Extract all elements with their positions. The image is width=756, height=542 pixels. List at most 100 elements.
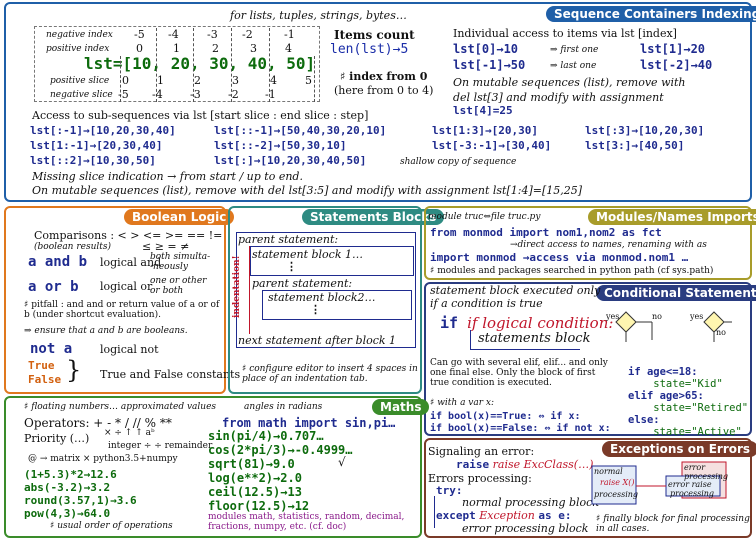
pos-index-4: 4 (285, 42, 292, 55)
diag-processing: processing (594, 490, 639, 499)
pos-index-3: 3 (250, 42, 257, 55)
access-3: lst[-1]→50 (453, 58, 526, 72)
if-true-note: if a condition is true (430, 297, 543, 310)
age-code-4: else: (628, 414, 660, 426)
try-block-frame (434, 496, 464, 528)
maths-title: Maths (372, 399, 430, 415)
exc-diagram-svg (591, 461, 727, 505)
math-fn-2: sqrt(81)→9.0 (208, 457, 295, 471)
dots-1: ⋮ (286, 260, 297, 273)
operators: Operators: + - * / // % ** (24, 416, 172, 430)
slice-7: lst[3:]→[40,50] (585, 139, 685, 152)
math-fn-0: sin(pi/4)→0.707… (208, 429, 324, 443)
parent-statement-2: parent statement: (252, 277, 353, 290)
bool-false: if bool(x)==False: ⇔ if not x: (430, 423, 611, 434)
statement-block-1: statement block 1… (252, 248, 363, 261)
raise-line: raise raise ExcClass(…) (456, 458, 593, 471)
access-1-note: ⇒ first one (550, 45, 599, 55)
and-code: a and b (28, 254, 88, 270)
pos-slice-4: 4 (270, 74, 277, 87)
individual-access: Individual access to items via lst [inde… (453, 27, 677, 40)
neg-slice-1: -4 (152, 88, 163, 101)
maths-panel (4, 396, 422, 538)
neg-index-0: -5 (134, 28, 145, 41)
diag-processing-3: processing (670, 489, 715, 498)
float-note: ♯ floating numbers… approximated values (24, 402, 217, 412)
cond-block-frame (470, 330, 580, 350)
editor-note: ♯ configure editor to insert 4 spaces in… (242, 364, 418, 384)
boolean-logic-title: Boolean Logic (124, 209, 235, 225)
comparisons-2: ≤ ≥ = ≠ (142, 240, 190, 253)
if-code: if if logical condition: (440, 314, 613, 332)
age-code-3: state="Retired" (628, 402, 749, 414)
elif-note: Can go with several elif, elif... and on… (430, 358, 608, 388)
or-text: logical or (100, 280, 153, 293)
sequence-indexing-panel (4, 2, 752, 202)
pos-index-1: 1 (173, 42, 180, 55)
assign-line: lst[4]=25 (453, 104, 513, 117)
direct-access-note: →direct access to names, renaming with a… (510, 240, 707, 250)
ensure-note: ⇒ ensure that a and b are booleans. (24, 326, 188, 336)
except-class: Exception (479, 509, 535, 522)
not-text: logical not (100, 343, 159, 356)
diag-error-raise: error raise (668, 480, 712, 489)
except-keyword: except (436, 509, 476, 522)
flow-no-2: no (716, 328, 726, 337)
errors-processing: Errors processing: (428, 472, 532, 485)
statement-block-2: statement block2… (268, 291, 376, 304)
neg-index-2: -3 (207, 28, 218, 41)
brace-icon: } (66, 356, 82, 384)
matrix-note: @ → matrix × python3.5+numpy (28, 454, 178, 464)
math-fn-4: ceil(12.5)→13 (208, 485, 302, 499)
exc-diagram (590, 460, 746, 510)
pos-index-label: positive index (46, 44, 110, 54)
bool-var-note: ♯ with a var x: (430, 398, 495, 408)
true-constant: True (28, 359, 55, 372)
math-ex-2: round(3.57,1)→3.6 (24, 494, 137, 507)
priority: Priority (…) (24, 432, 90, 445)
outer-block-frame (236, 232, 416, 348)
raise-class: raise ExcClass(…) (492, 458, 594, 471)
flowchart-1-svg (615, 311, 653, 342)
slice-2: lst[1:3]→[20,30] (432, 124, 538, 137)
or-note: one or other or both (150, 276, 207, 296)
conditional-panel (424, 282, 752, 436)
signal-error: Signaling an error: (428, 445, 535, 458)
if-keyword: if (440, 314, 459, 332)
sys-path-note: ♯ modules and packages searched in pytho… (430, 266, 714, 276)
exceptions-title: Exceptions on Errors (602, 441, 756, 457)
len-code: len(lst)→5 (330, 42, 409, 57)
math-fn-3: log(e**2)→2.0 (208, 471, 302, 485)
pos-slice-3: 3 (232, 74, 239, 87)
error-block: error processing block (462, 522, 589, 535)
diag-raise: raise X() (600, 478, 635, 487)
pos-slice-label: positive slice (50, 76, 110, 86)
pos-slice-5: 5 (305, 74, 312, 87)
age-code-1: state="Kid" (628, 378, 723, 390)
age-code-5: state="Active" (628, 426, 742, 438)
integer-div: integer ÷ ÷ remainder (108, 441, 213, 451)
pos-slice-0: 0 (122, 74, 129, 87)
pitfall-note: ♯ pitfall : and and or return value of a… (24, 300, 220, 320)
neg-index-1: -4 (168, 28, 179, 41)
mutable-note-2: On mutable sequences (list), remove with… (32, 184, 583, 197)
slice-9: lst[:]→[10,20,30,40,50] (214, 154, 367, 167)
try-keyword: try: (436, 484, 463, 497)
pos-slice-2: 2 (194, 74, 201, 87)
math-ex-1: abs(-3.2)→3.2 (24, 481, 111, 494)
inner-block-frame-2 (262, 290, 412, 320)
access-2: lst[1]→20 (640, 42, 706, 56)
access-1: lst[0]→10 (453, 42, 519, 56)
parent-statement-1: parent statement: (238, 233, 339, 246)
flow-no-1: no (652, 312, 662, 321)
age-code-2: elif age>65: (628, 390, 704, 402)
statements-blocks-title: Statements Blocks (302, 209, 445, 225)
statements-block: statements block (478, 331, 591, 346)
finally-note: ♯ finally block for final processing in … (596, 514, 750, 534)
index-diagram (34, 26, 320, 102)
indentation-bar (238, 246, 250, 334)
pos-slice-1: 1 (157, 74, 164, 87)
dots-2: ⋮ (310, 303, 321, 316)
comparisons: Comparisons : < > <= >= == != (34, 229, 223, 242)
math-ex-3: pow(4,3)→64.0 (24, 507, 111, 520)
